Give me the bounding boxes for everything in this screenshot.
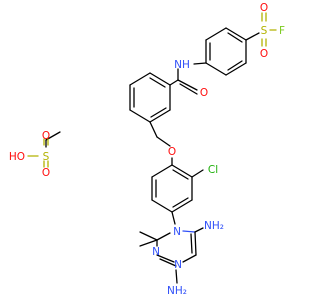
sulfonyl-oxygen-top-label: O — [260, 2, 268, 14]
amide-linker: NH O — [169, 59, 208, 99]
dihydrotriazine-ring: N N N — [152, 211, 197, 271]
amine-top-label: NH₂ — [204, 220, 224, 232]
fluorine-label: F — [279, 25, 285, 37]
amino-groups: NH₂ NH₂ — [167, 220, 224, 297]
sulfonyl-oxygen-bottom-label: O — [260, 48, 268, 60]
triazine-n1-label: N — [173, 226, 181, 238]
amine-bottom-label: NH₂ — [167, 285, 187, 297]
sulfonic-oxygen-bottom-label: O — [42, 167, 50, 179]
ethanesulfonic-acid: O HO S O — [9, 130, 61, 179]
sulfonic-sulfur-label: S — [43, 151, 50, 163]
sulfonyl-fluoride-group: O S O F — [245, 2, 285, 60]
fluorosulfonylphenyl-ring — [205, 27, 247, 76]
hydroxyl-label: HO — [9, 151, 25, 163]
chemical-structure: O S O F NH O O — [9, 2, 285, 297]
amide-nh-label: NH — [174, 59, 190, 71]
chloro-substituent: Cl — [191, 164, 218, 178]
chlorophenyl-ring — [151, 164, 193, 213]
sulfonyl-sulfur-label: S — [261, 25, 268, 37]
sulfonic-oxygen-top-label: O — [42, 130, 50, 142]
central-benzene-ring — [129, 72, 171, 123]
benzyl-ether-linker: O — [149, 121, 176, 166]
triazine-n5-label: N — [152, 246, 160, 258]
gem-dimethyl — [139, 231, 158, 247]
triazine-n3-label: N — [174, 259, 182, 271]
ether-oxygen-label: O — [168, 146, 176, 158]
chlorine-label: Cl — [208, 164, 218, 176]
amide-oxygen-label: O — [200, 87, 208, 99]
